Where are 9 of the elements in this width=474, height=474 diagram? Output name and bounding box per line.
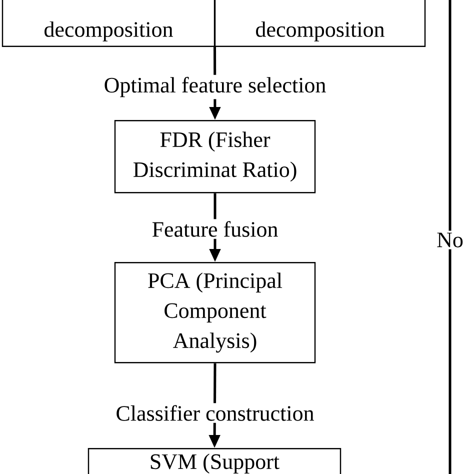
process-box: FDR (Fisher Discriminat Ratio) (114, 120, 316, 194)
process-box: decomposition (2, 0, 216, 47)
process-box: decomposition (214, 0, 426, 47)
edge-label: Optimal feature selection (102, 74, 328, 100)
line-label: No (434, 230, 466, 250)
edge-label: Classifier construction (114, 403, 316, 423)
process-box: PCA (Principal Component Analysis) (114, 262, 316, 364)
edge-label: Feature fusion (150, 219, 280, 239)
process-box: SVM (Support (88, 448, 342, 474)
